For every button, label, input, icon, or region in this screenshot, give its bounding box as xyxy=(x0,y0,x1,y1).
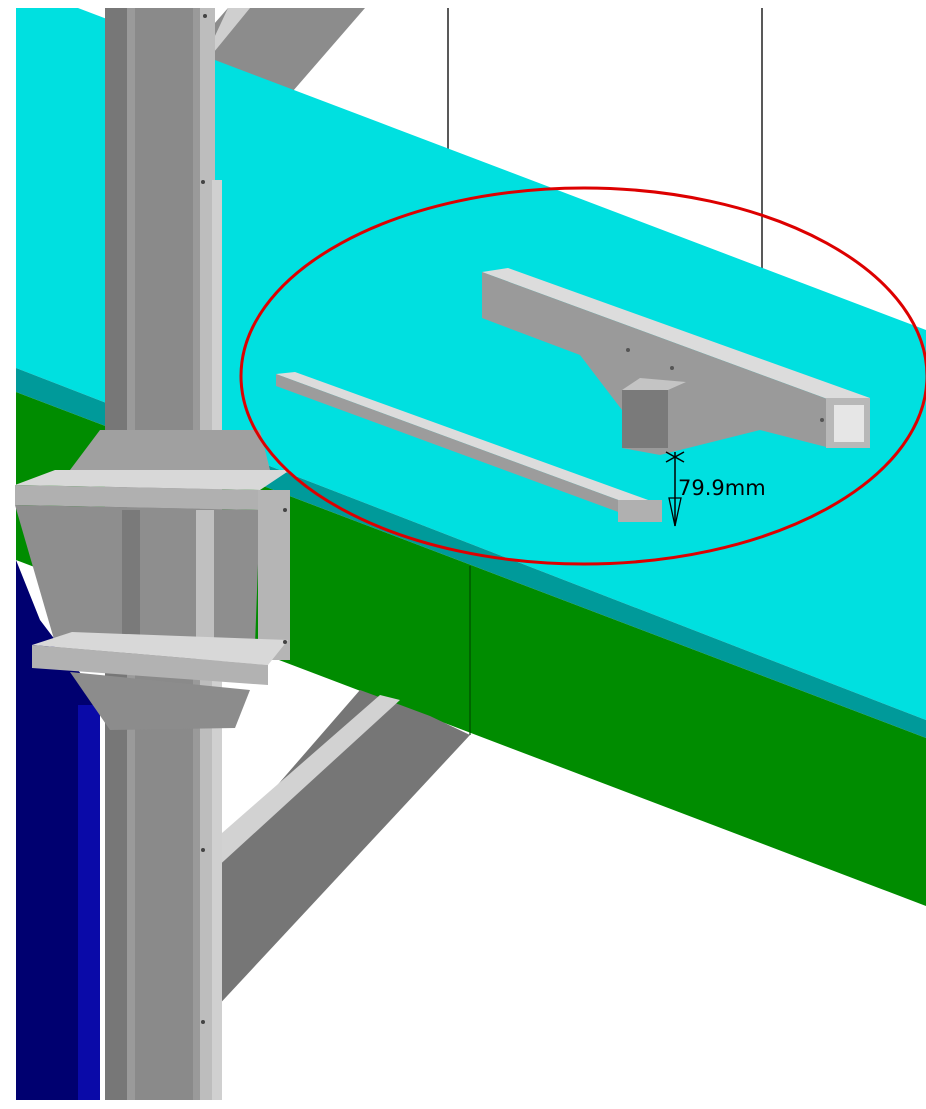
c-channel-top[interactable] xyxy=(276,372,662,508)
splice-plate-front xyxy=(15,485,260,510)
dimension-arrowhead-down xyxy=(668,497,682,527)
splice-lower-taper xyxy=(70,672,250,730)
box-bracket-post-top xyxy=(622,378,686,390)
c-channel-front[interactable] xyxy=(276,374,640,520)
dimension-annotation[interactable]: 79.9mm xyxy=(665,451,766,527)
dimension-label: 79.9mm xyxy=(678,476,766,500)
box-bracket-post xyxy=(622,385,668,448)
bolt-hole xyxy=(201,180,205,184)
bolt-hole xyxy=(201,1020,205,1024)
dark-blue-column-face xyxy=(78,705,100,1100)
splice-lower-plate-front[interactable] xyxy=(32,645,268,685)
upper-diagonal-brace-face xyxy=(214,8,250,52)
bolt-hole xyxy=(670,366,674,370)
splice-upper-plate[interactable] xyxy=(70,430,270,470)
splice-lower-plate-top xyxy=(32,632,288,665)
splice-side-plate[interactable] xyxy=(258,490,290,660)
bolt-hole xyxy=(283,640,287,644)
bolt-hole xyxy=(820,418,824,422)
bolt-hole xyxy=(203,14,207,18)
splice-stiffener xyxy=(122,510,140,660)
bolt-hole xyxy=(283,508,287,512)
c-channel-end xyxy=(618,500,662,522)
lower-diagonal-brace-face xyxy=(214,695,400,870)
box-bracket-front[interactable] xyxy=(482,272,830,455)
splice-plate-top xyxy=(15,470,290,490)
bolt-hole xyxy=(201,848,205,852)
highlight-ellipse xyxy=(239,186,926,566)
box-bracket-top[interactable] xyxy=(482,268,870,400)
splice-stiffener xyxy=(196,510,214,660)
bolt-hole xyxy=(626,348,630,352)
lower-diagonal-brace[interactable] xyxy=(214,690,470,1010)
box-bracket-end-hollow xyxy=(834,405,864,442)
dimension-anchor-mark xyxy=(665,451,685,463)
platform-deck-top[interactable] xyxy=(16,8,926,720)
